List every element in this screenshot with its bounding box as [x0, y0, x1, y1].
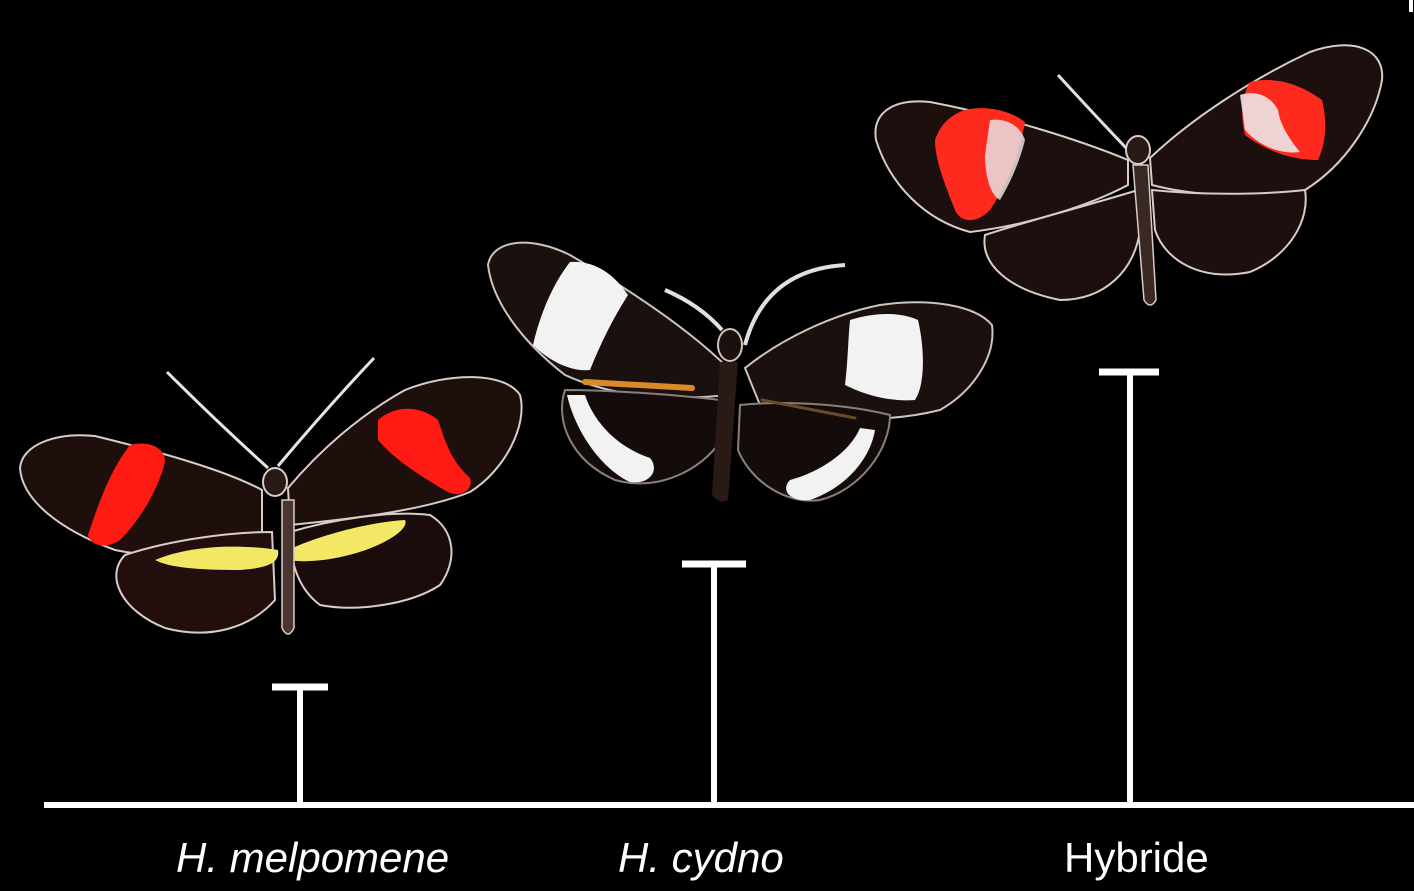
label-melpomene: H. melpomene — [176, 832, 449, 884]
label-cydno: H. cydno — [618, 832, 784, 884]
label-hybride: Hybride — [1064, 832, 1209, 884]
